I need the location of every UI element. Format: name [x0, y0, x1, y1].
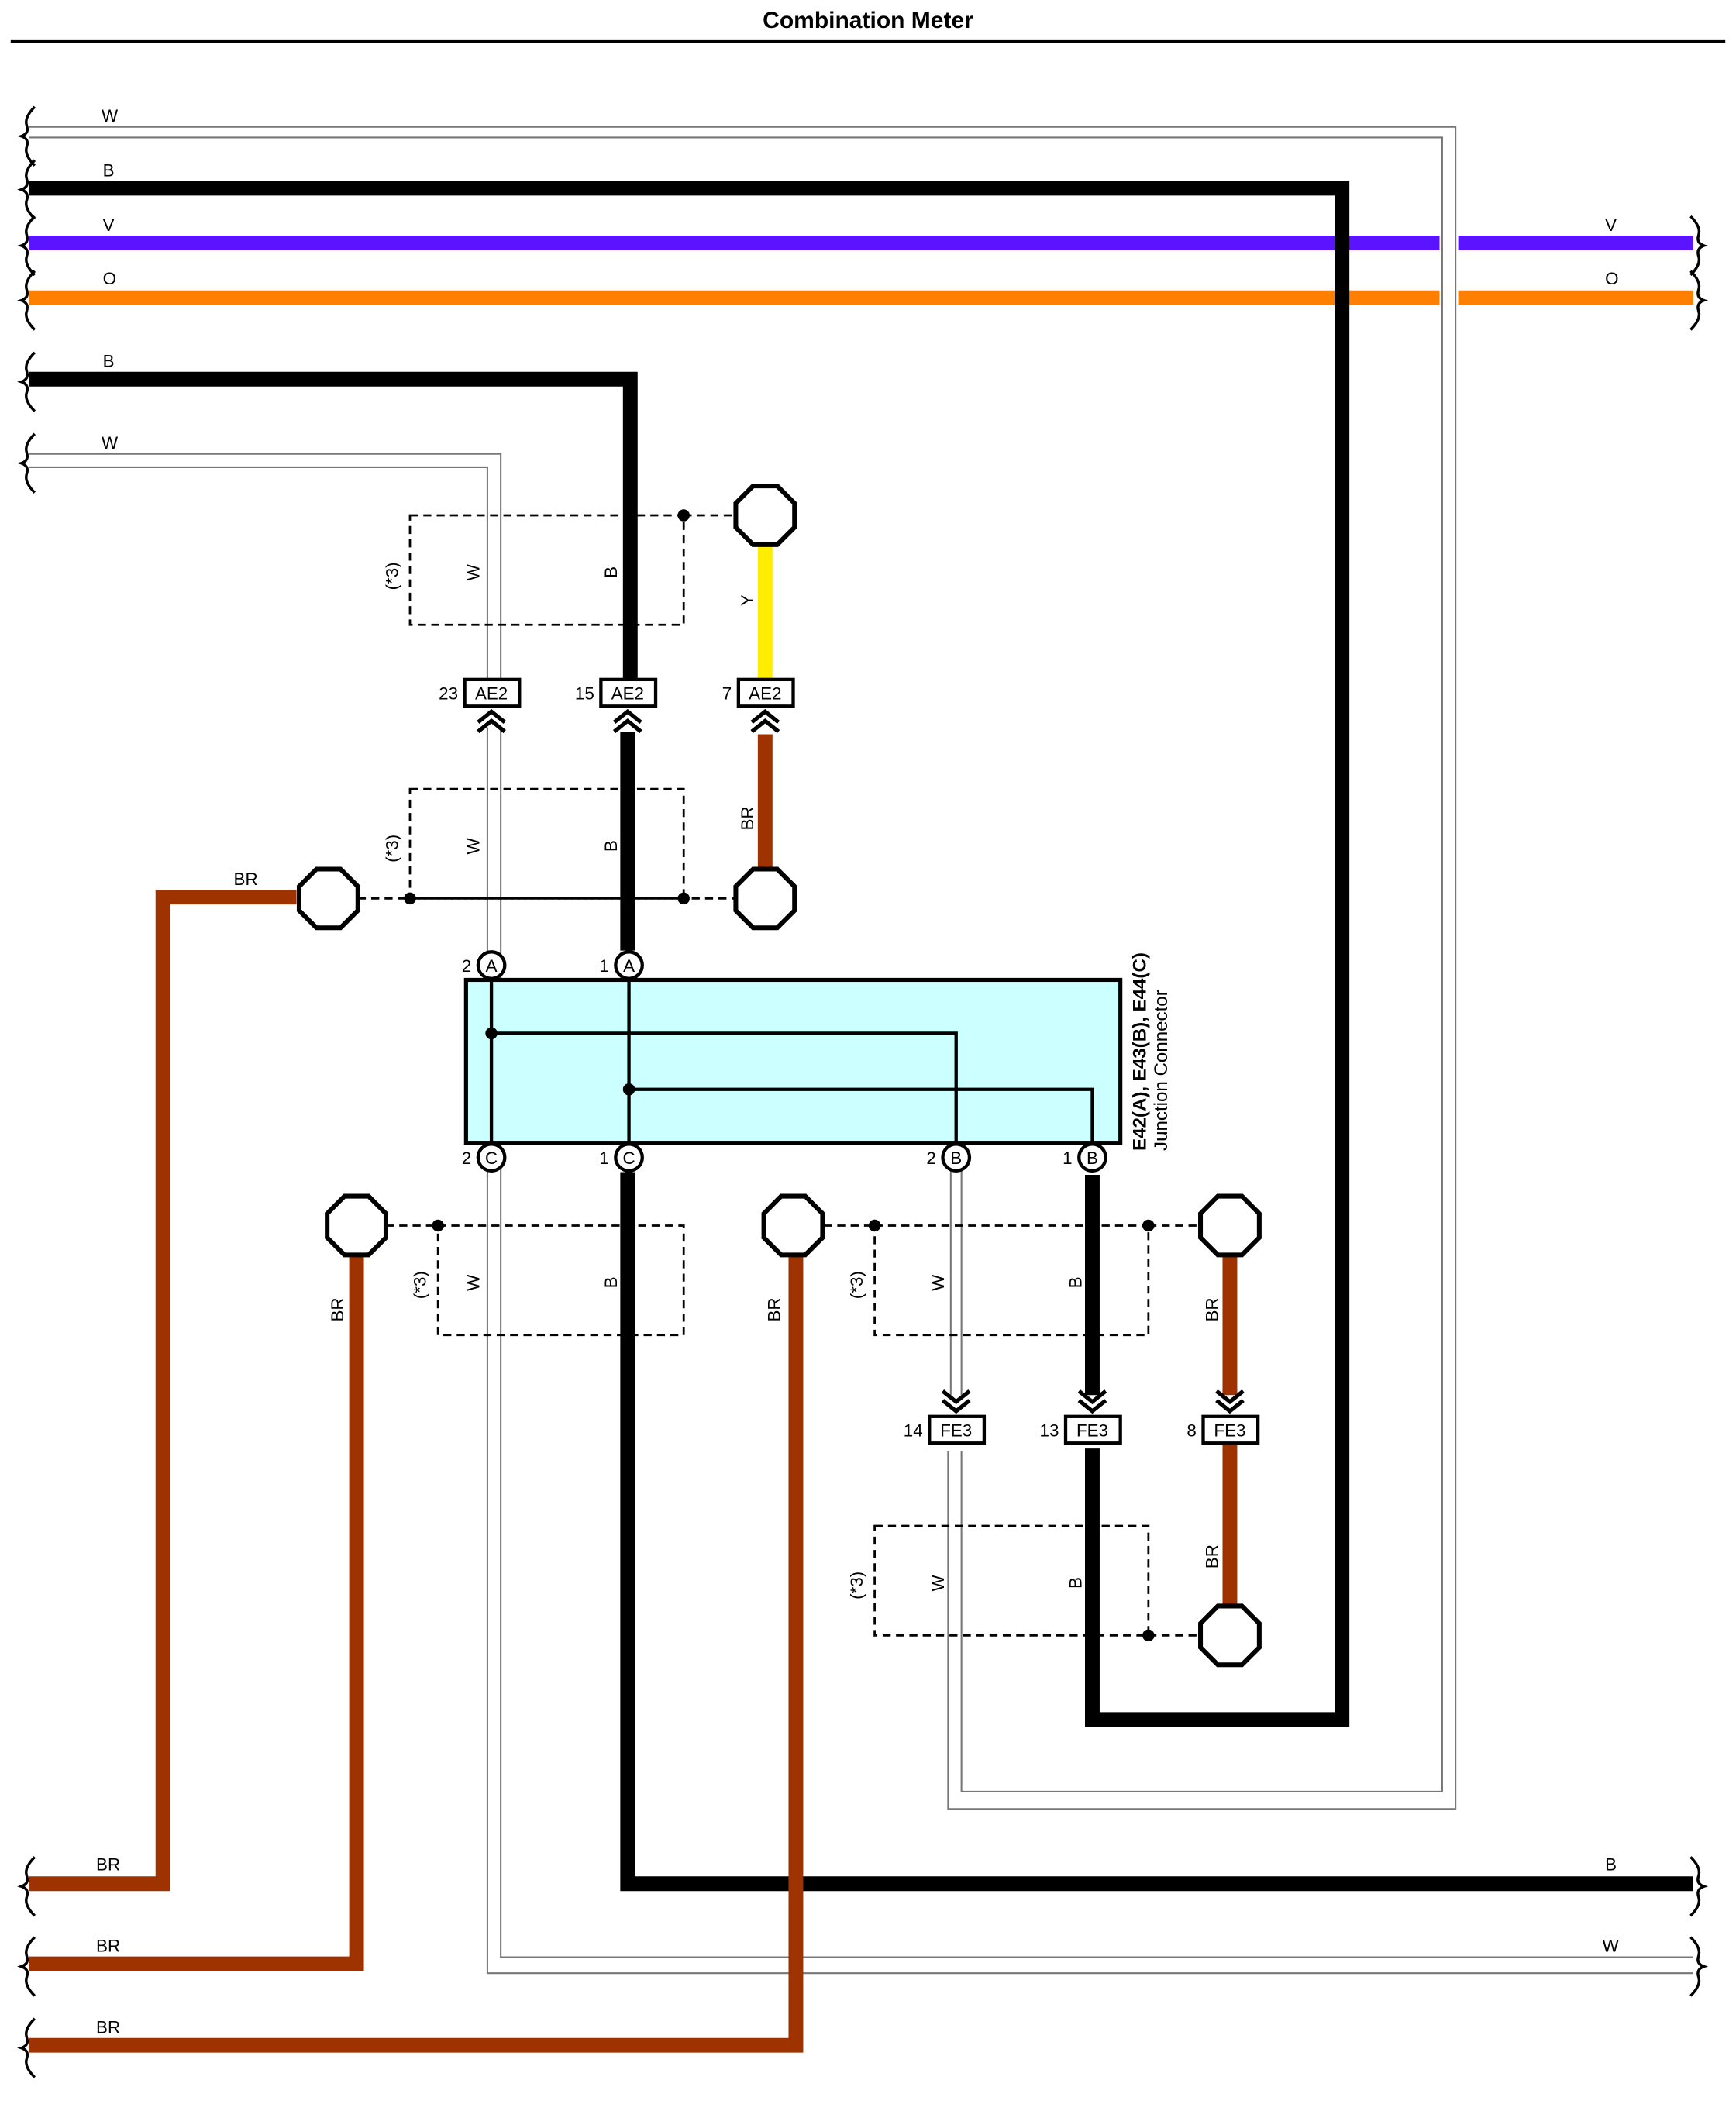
shield-5-w: W — [928, 1574, 948, 1591]
wire-label-right-v: V — [1605, 215, 1617, 235]
junction-pin-b2-letter: B — [950, 1148, 962, 1168]
shield-4-b: B — [1066, 1276, 1086, 1288]
connector-fe3-13-pin: 13 — [1040, 1421, 1059, 1441]
octagon-node-y-top — [733, 484, 797, 547]
junction-label-codes: E42(A), E43(B), E44(C) — [1129, 952, 1150, 1151]
wire-label-lower-br-2: BR — [764, 1297, 784, 1321]
wire-label-left-b2: B — [103, 352, 115, 371]
br-wire-2 — [29, 1252, 364, 1971]
w-wire-b2-to-fe3 — [949, 1170, 963, 1396]
wire-label-left-br-2: BR — [96, 1937, 120, 1956]
wire-label-left-top-b: B — [103, 160, 115, 180]
shield-4-note: (*3) — [847, 1271, 866, 1299]
shield-2-note: (*3) — [382, 835, 401, 863]
connector-ae2-7-pin: 7 — [722, 684, 732, 704]
connector-fe3-13-name: FE3 — [1076, 1421, 1108, 1441]
shield-4-w: W — [928, 1274, 948, 1291]
shield-3-b: B — [601, 1276, 621, 1288]
wire-label-lower-br-1: BR — [328, 1297, 347, 1321]
connector-ae2-15-pin: 15 — [575, 684, 594, 704]
wire-label-ae2-br: BR — [738, 806, 757, 830]
junction-connector — [463, 977, 1123, 1145]
junction-pin-a1-num: 1 — [599, 956, 608, 976]
junction-pin-numbers: 2 1 2 1 2 1 — [462, 956, 1073, 1168]
octagon-node-br-ae2 — [733, 866, 797, 931]
shield-2-b: B — [601, 840, 621, 852]
br-wire-1 — [29, 890, 297, 1892]
wire-break-symbols — [17, 105, 1709, 2078]
shield-box-4 — [824, 1219, 1202, 1337]
shield-5-b: B — [1066, 1577, 1086, 1589]
shield-3-note: (*3) — [411, 1271, 430, 1299]
shield-box-5 — [873, 1524, 1202, 1642]
connector-ae2-23-pin: 23 — [439, 684, 458, 704]
wire-label-right-w: W — [1603, 1937, 1620, 1956]
b-wire-top-loop — [29, 181, 1350, 1727]
connector-ae2-group: AE2 AE2 AE2 23 15 7 — [439, 677, 795, 734]
connector-ae2-15-name: AE2 — [611, 684, 644, 704]
w-wire-loop-outer — [29, 126, 1457, 1810]
w-wire-left-to-c2 — [29, 453, 1693, 1975]
connector-ae2-7-name: AE2 — [749, 684, 781, 704]
junction-pins: A A C C B B — [476, 950, 1107, 1173]
wire-label-left-v: V — [103, 215, 115, 235]
wire-label-left-br-1: BR — [96, 1855, 120, 1875]
shield-box-1 — [408, 509, 738, 626]
wire-label-right-b: B — [1605, 1855, 1617, 1875]
junction-pin-b2-num: 2 — [926, 1148, 935, 1168]
connector-fe3-group: FE3 FE3 FE3 14 13 8 — [904, 1389, 1260, 1445]
shield-box-3 — [385, 1219, 685, 1337]
junction-pin-c1-letter: C — [622, 1148, 635, 1168]
connector-fe3-14-pin: 14 — [904, 1421, 923, 1441]
junction-pin-b1-num: 1 — [1063, 1148, 1072, 1168]
connector-ae2-23-name: AE2 — [475, 684, 508, 704]
shield-2-w: W — [464, 838, 484, 855]
octagon-node-br-left — [296, 866, 360, 931]
wire-label-left-br-3: BR — [96, 2018, 120, 2037]
junction-pin-c1-num: 1 — [599, 1148, 608, 1168]
wire-label-upper-br: BR — [234, 869, 258, 889]
wire-label-fe3-br-top: BR — [1202, 1297, 1221, 1321]
br-wire-3 — [29, 1252, 804, 2053]
page-title: Combination Meter — [763, 8, 973, 33]
shield-1-w: W — [464, 563, 484, 580]
wire-label-left-o: O — [103, 269, 116, 288]
junction-label: E42(A), E43(B), E44(C) Junction Connecto… — [1129, 952, 1172, 1151]
octagon-node-br-2 — [325, 1193, 388, 1258]
connector-fe3-14-name: FE3 — [940, 1421, 972, 1441]
junction-pin-a1-letter: A — [623, 956, 635, 976]
shield-3-w: W — [464, 1274, 484, 1291]
junction-label-name: Junction Connector — [1151, 990, 1172, 1151]
wire-labels: W B V O V O B W BR BR BR BR B W Y BR BR … — [96, 106, 1620, 2037]
junction-pin-b1-letter: B — [1087, 1148, 1098, 1168]
junction-pin-c2-letter: C — [485, 1148, 498, 1168]
octagon-node-br-fe3-bottom — [1198, 1603, 1262, 1668]
b-wire-c1-to-right — [620, 1172, 1693, 1892]
junction-pin-c2-num: 2 — [462, 1148, 471, 1168]
shield-1-b: B — [601, 566, 621, 578]
wire-label-left-top-w: W — [102, 106, 119, 126]
junction-pin-a2-letter: A — [486, 956, 498, 976]
octagon-nodes — [296, 484, 1262, 1668]
shield-1-note: (*3) — [382, 562, 401, 590]
shield-labels: (*3) W B (*3) W B (*3) W B (*3) W B (*3)… — [382, 562, 1085, 1599]
connector-fe3-8-pin: 8 — [1187, 1421, 1196, 1441]
wire-label-left-w2: W — [102, 433, 119, 453]
octagon-node-br-3 — [761, 1193, 825, 1258]
b-wire-left-to-ae2 — [29, 371, 638, 705]
shield-5-note: (*3) — [847, 1572, 866, 1600]
connector-fe3-8-name: FE3 — [1214, 1421, 1245, 1441]
wire-label-fe3-br-bottom: BR — [1202, 1544, 1221, 1569]
shield-box-2 — [357, 787, 738, 905]
octagon-node-br-fe3-top — [1198, 1193, 1262, 1258]
wire-label-right-o: O — [1605, 269, 1618, 288]
junction-pin-a2-num: 2 — [462, 956, 471, 976]
wire-label-y: Y — [738, 594, 757, 606]
